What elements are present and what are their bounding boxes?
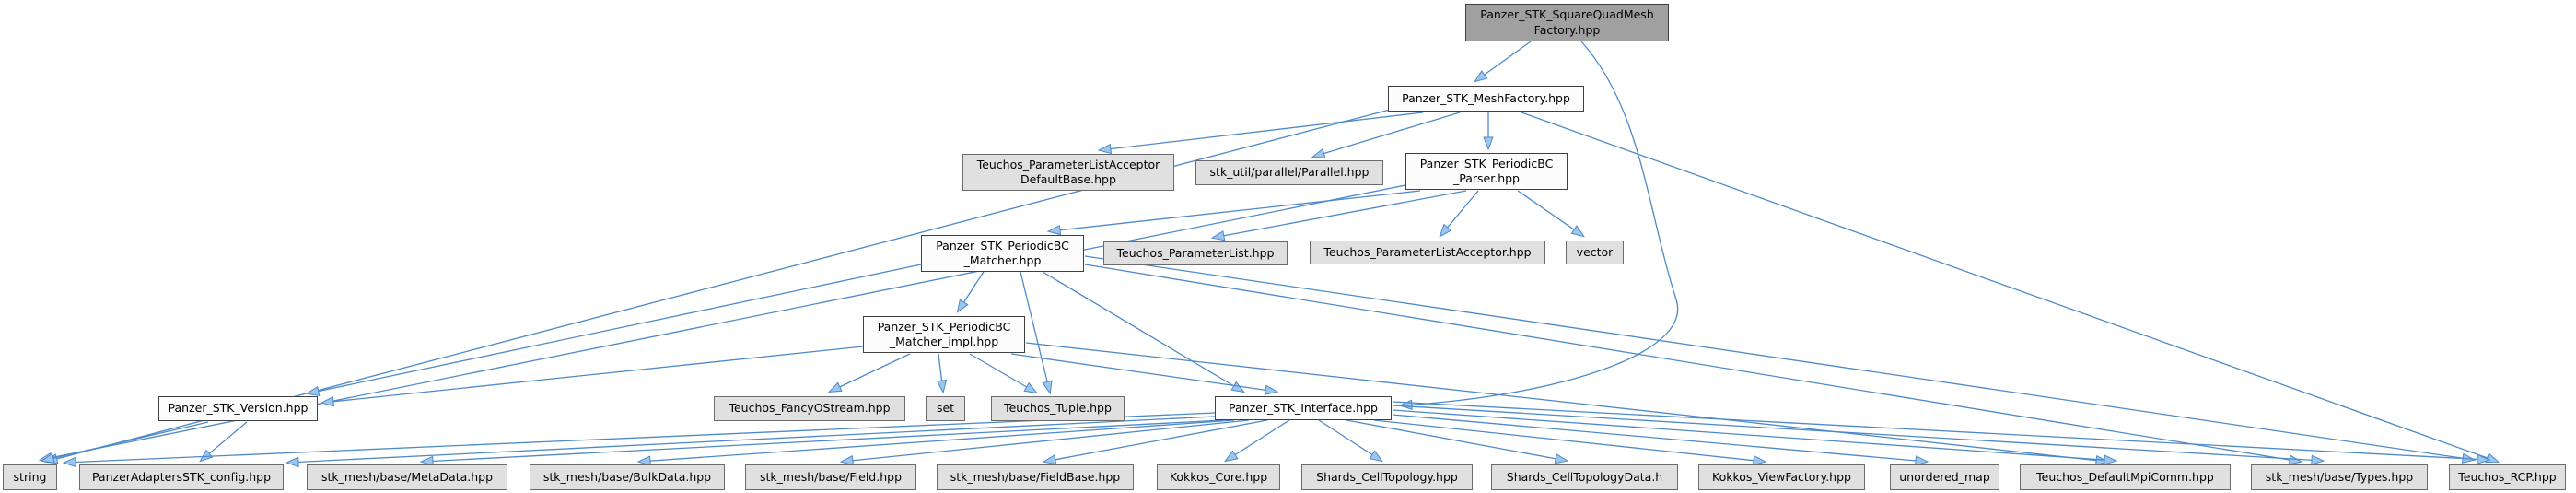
edge-matcher-types: [1084, 264, 2303, 465]
edge-parser-tpla: [1439, 190, 1479, 238]
node-tuple: Teuchos_Tuple.hpp: [991, 396, 1125, 421]
node-fancy: Teuchos_FancyOStream.hpp: [714, 396, 905, 421]
node-set: set: [926, 396, 965, 421]
node-kokkoscore: Kokkos_Core.hpp: [1157, 464, 1280, 490]
node-config: PanzerAdaptersSTK_config.hpp: [79, 464, 284, 490]
node-parallel: stk_util/parallel/Parallel.hpp: [1195, 160, 1383, 185]
edge-parser-tpl: [1210, 190, 1467, 241]
node-parser[interactable]: Panzer_STK_PeriodicBC _Parser.hpp: [1405, 153, 1568, 190]
edge-impl-mpicomm: [1025, 342, 2110, 466]
edge-matcher-version: [305, 264, 922, 397]
node-tpladb: Teuchos_ParameterListAcceptor DefaultBas…: [962, 154, 1174, 191]
edge-sq-mf: [1474, 41, 1532, 83]
node-version[interactable]: Panzer_STK_Version.hpp: [158, 396, 318, 421]
edge-matcher-tuple: [1020, 271, 1053, 395]
edge-interface-shardsctd: [1346, 419, 1569, 464]
edge-interface-kokkoscore: [1223, 419, 1290, 463]
node-mf[interactable]: Panzer_STK_MeshFactory.hpp: [1388, 86, 1584, 112]
edge-version-config: [199, 421, 248, 463]
edge-interface-field: [839, 419, 1250, 466]
node-shardsctd: Shards_CellTopologyData.h: [1491, 464, 1678, 490]
node-tpla: Teuchos_ParameterListAcceptor.hpp: [1310, 241, 1545, 264]
node-viewfactory: Kokkos_ViewFactory.hpp: [1698, 464, 1865, 490]
node-shardsct: Shards_CellTopology.hpp: [1301, 464, 1473, 490]
edge-impl-tuple: [969, 353, 1039, 394]
edge-impl-interface: [1010, 353, 1279, 395]
edge-interface-string: [62, 412, 1216, 468]
edge-interface-config: [285, 416, 1216, 468]
edge-matcher-impl: [956, 271, 985, 314]
edge-mf-parallel: [1311, 112, 1461, 158]
edge-interface-unordered: [1392, 414, 1929, 466]
node-tpl: Teuchos_ParameterList.hpp: [1103, 241, 1288, 265]
edge-sq-interface: [1398, 41, 1679, 410]
edge-mf-rcp: [1521, 112, 2500, 464]
edge-impl-set: [936, 353, 948, 394]
node-impl[interactable]: Panzer_STK_PeriodicBC _Matcher_impl.hpp: [863, 316, 1025, 353]
edge-impl-fancy: [827, 353, 911, 393]
edge-parser-vector: [1517, 190, 1585, 238]
node-field: stk_mesh/base/Field.hpp: [745, 464, 916, 490]
edge-interface-types: [1392, 405, 2325, 465]
node-mpicomm: Teuchos_DefaultMpiComm.hpp: [2020, 464, 2231, 490]
node-interface[interactable]: Panzer_STK_Interface.hpp: [1215, 396, 1392, 420]
edge-interface-shardsct: [1318, 419, 1384, 463]
node-vector: vector: [1566, 241, 1624, 264]
edge-parser-matcher: [1046, 190, 1421, 236]
node-sq: Panzer_STK_SquareQuadMesh Factory.hpp: [1465, 4, 1669, 41]
node-types: stk_mesh/base/Types.hpp: [2251, 464, 2428, 490]
node-string: string: [3, 464, 57, 490]
node-unordered: unordered_map: [1890, 464, 1999, 490]
edge-matcher-interface: [1042, 271, 1246, 393]
edge-interface-mpicomm: [1392, 409, 2118, 465]
node-fieldbase: stk_mesh/base/FieldBase.hpp: [937, 464, 1134, 490]
node-metadata: stk_mesh/base/MetaData.hpp: [307, 464, 507, 490]
edge-interface-metadata: [419, 419, 1224, 467]
edge-version-string: [40, 421, 209, 464]
edge-interface-viewfactory: [1373, 419, 1767, 466]
edge-interface-rcp: [1392, 401, 2491, 465]
edge-interface-fieldbase: [1042, 419, 1268, 465]
edge-mf-tpladb: [1097, 112, 1424, 155]
edge-matcher-rcp: [1084, 255, 2477, 464]
node-rcp: Teuchos_RCP.hpp: [2449, 464, 2566, 490]
node-bulkdata: stk_mesh/base/BulkData.hpp: [530, 464, 725, 490]
edge-impl-version: [320, 346, 864, 407]
node-matcher[interactable]: Panzer_STK_PeriodicBC _Matcher.hpp: [921, 235, 1084, 272]
edge-interface-bulkdata: [636, 419, 1235, 466]
